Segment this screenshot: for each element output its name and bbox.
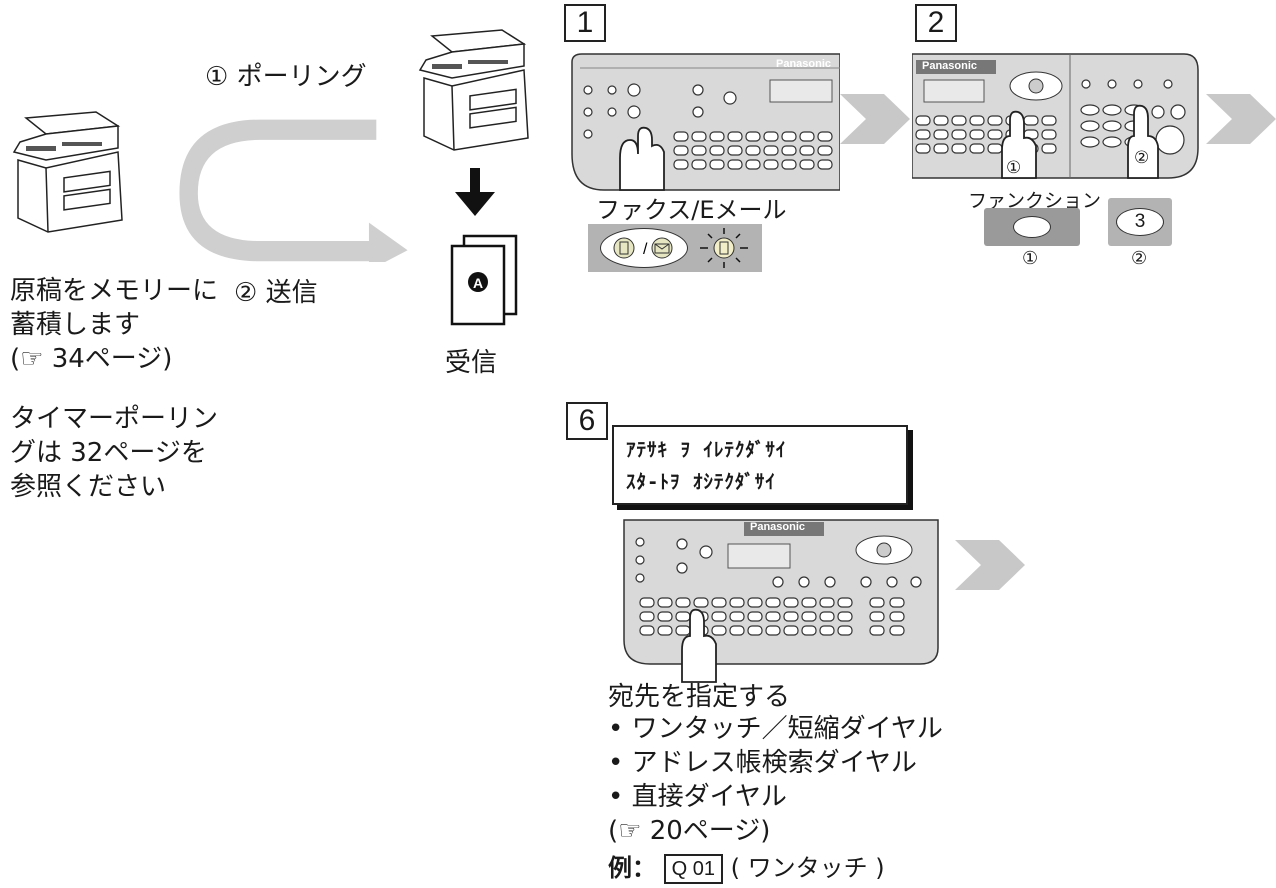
destination-instruction: 宛先を指定する: [608, 682, 791, 712]
fax-machine-remote-illustration: [418, 29, 529, 151]
timer-line-2: グは 32ページを: [10, 438, 207, 468]
fax-lamp-lit-icon: [700, 228, 748, 268]
lcd-line-2: ｽﾀ-ﾄｦ ｵｼﾃｸﾀﾞｻｲ: [626, 471, 776, 493]
send-label: ② 送信: [234, 278, 318, 308]
fax-machine-source-illustration: [12, 111, 123, 233]
timer-line-1: タイマーポーリン: [10, 404, 219, 434]
next-step-chevron-1: [840, 94, 910, 144]
timer-polling-note: タイマーポーリン グは 32ページを 参照ください: [10, 402, 218, 504]
numeric-key-3[interactable]: 3: [1116, 208, 1164, 236]
destination-page-reference: (☞ 20ページ): [608, 816, 771, 846]
store-line-2: 蓄積します: [10, 310, 141, 340]
destination-option-item: • ワンタッチ／短縮ダイヤル: [608, 714, 943, 744]
timer-line-3: 参照ください: [10, 472, 167, 502]
option-onetouch-speed: ワンタッチ／短縮ダイヤル: [631, 714, 943, 744]
step-6-control-panel: Panasonic: [620, 514, 942, 684]
receive-label: 受信: [445, 348, 498, 378]
step-1-number: 1: [564, 4, 606, 42]
fax-email-key-label: ファクス/Eメール: [596, 196, 787, 224]
svg-text:A: A: [473, 275, 483, 291]
destination-option-item: • アドレス帳検索ダイヤル: [608, 748, 917, 778]
step-6-number: 6: [566, 402, 608, 440]
function-key-step-marker: ①: [1022, 248, 1039, 269]
example-label: 例：: [608, 854, 656, 882]
lcd-line-1: ｱﾃｻｷ ｦ ｲﾚﾃｸﾀﾞｻｲ: [626, 439, 787, 461]
step-2-number: 2: [915, 4, 957, 42]
step-2-brand: Panasonic: [922, 60, 978, 72]
numeric-key-3-label: 3: [1134, 211, 1146, 232]
step-2-finger-1-marker: ①: [1006, 158, 1022, 178]
lcd-display: ｱﾃｻｷ ｦ ｲﾚﾃｸﾀﾞｻｲ ｽﾀ-ﾄｦ ｵｼﾃｸﾀﾞｻｲ: [612, 425, 908, 505]
example-row: 例： Q 01 ( ワンタッチ ): [608, 852, 885, 884]
polling-flow-arrow: [179, 119, 408, 262]
store-description: 原稿をメモリーに 蓄積します (☞ 34ページ): [10, 274, 218, 376]
function-key-label: ファンクション: [968, 190, 1102, 212]
control-panel-drawing: [571, 53, 841, 191]
down-arrow-icon: [455, 168, 495, 216]
step-1-brand: Panasonic: [776, 58, 832, 70]
example-note: ( ワンタッチ ): [730, 854, 885, 882]
key-3-panel: 3: [1108, 198, 1172, 246]
step-1-control-panel: Panasonic: [564, 50, 841, 192]
destination-options-list: • ワンタッチ／短縮ダイヤル • アドレス帳検索ダイヤル • 直接ダイヤル: [608, 712, 943, 814]
polling-label: ① ポーリング: [205, 62, 367, 92]
control-panel-drawing: [623, 519, 939, 683]
fax-email-key-panel: /: [588, 224, 762, 272]
option-addressbook: アドレス帳検索ダイヤル: [631, 748, 917, 778]
option-direct-dial: 直接ダイヤル: [631, 782, 787, 812]
fax-email-mode-icon: /: [613, 237, 673, 259]
received-document-icon: A: [450, 234, 518, 326]
svg-text:/: /: [643, 241, 648, 258]
next-step-chevron-3: [955, 540, 1025, 590]
example-key-q01: Q 01: [663, 854, 723, 884]
store-line-3: (☞ 34ページ): [10, 344, 173, 374]
step-6-brand: Panasonic: [750, 521, 806, 533]
key-3-step-marker: ②: [1131, 248, 1148, 269]
store-line-1: 原稿をメモリーに: [10, 276, 219, 306]
step-2-finger-2-marker: ②: [1134, 148, 1150, 168]
control-panel-drawing: [911, 53, 1199, 179]
function-key-panel: [984, 208, 1080, 246]
step-2-control-panel: Panasonic ① ②: [911, 50, 1200, 180]
function-key[interactable]: [1013, 216, 1051, 238]
next-step-chevron-2: [1206, 94, 1276, 144]
destination-option-item: • 直接ダイヤル: [608, 782, 787, 812]
